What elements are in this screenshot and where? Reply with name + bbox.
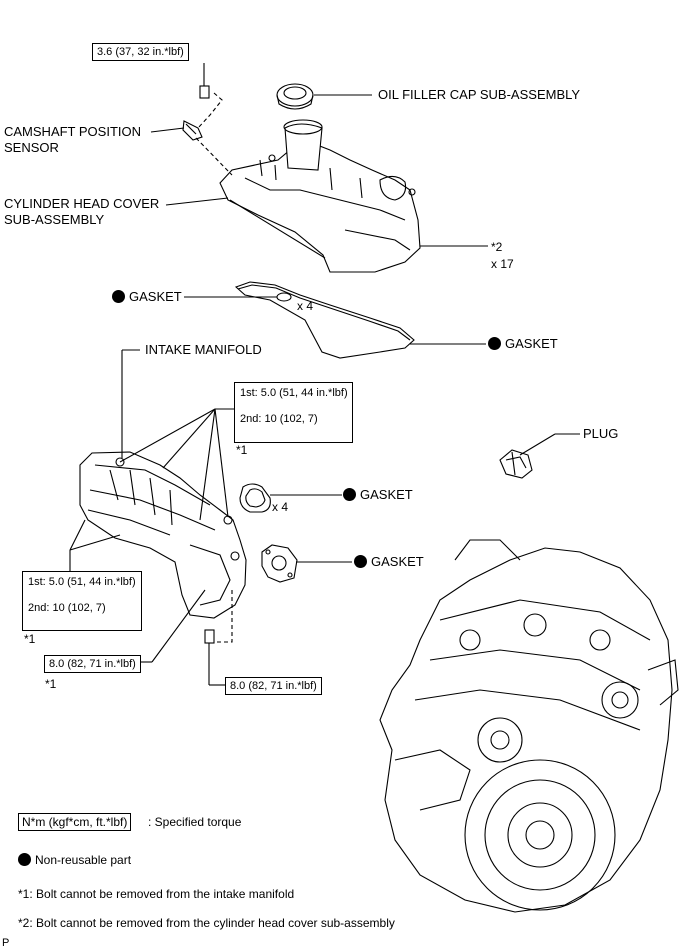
gasket-small-label: GASKET (112, 289, 182, 305)
gasket-cover-label: GASKET (488, 336, 558, 352)
torque-box-camshaft-bolt: 3.6 (37, 32 in.*lbf) (92, 43, 189, 61)
x4-port-label: x 4 (272, 500, 289, 514)
non-reusable-dot-icon (354, 555, 367, 568)
intake-manifold-drawing (79, 451, 247, 619)
gasket-flange-text: GASKET (371, 554, 424, 569)
cylinder-head-cover-label-line2: SUB-ASSEMBLY (4, 212, 105, 227)
oil-filler-cap-drawing (276, 83, 314, 110)
cylinder-head-cover-gasket-drawing (234, 281, 415, 359)
star1-upper-label: *1 (236, 443, 248, 457)
cylinder-head-cover-drawing (219, 119, 421, 273)
star2-label: *2 (491, 240, 503, 254)
legend-non-reusable-text: Non-reusable part (35, 853, 132, 867)
camshaft-sensor-drawing (182, 82, 210, 141)
torque-box-right-bolt: 8.0 (82, 71 in.*lbf) (225, 677, 322, 695)
gasket-port-text: GASKET (360, 487, 413, 502)
gasket-flange-label: GASKET (354, 554, 424, 570)
torque-box-left-bolt: 8.0 (82, 71 in.*lbf) (44, 655, 141, 673)
manifold-bolt-drawing (204, 629, 215, 650)
plug-label: PLUG (583, 426, 619, 441)
torque-lower-2nd: 2nd: 10 (102, 7) (28, 602, 106, 614)
cylinder-head-cover-label: CYLINDER HEAD COVER SUB-ASSEMBLY (4, 196, 159, 228)
plug-drawing (499, 449, 533, 479)
intake-manifold-label: INTAKE MANIFOLD (145, 342, 262, 357)
leader-lines (69, 63, 580, 686)
gasket-cover-text: GASKET (505, 336, 558, 351)
x17-label: x 17 (491, 257, 514, 271)
legend-note-1: *1: Bolt cannot be removed from the inta… (18, 887, 295, 901)
cylinder-head-cover-label-line1: CYLINDER HEAD COVER (4, 196, 160, 211)
camshaft-sensor-label-line2: SENSOR (4, 140, 59, 155)
torque-box-lower-sequence: 1st: 5.0 (51, 44 in.*lbf) 2nd: 10 (102, … (22, 571, 142, 631)
legend-non-reusable: Non-reusable part (18, 852, 131, 868)
legend-note-2: *2: Bolt cannot be removed from the cyli… (18, 916, 395, 930)
camshaft-sensor-label: CAMSHAFT POSITION SENSOR (4, 124, 141, 156)
oil-filler-cap-label: OIL FILLER CAP SUB-ASSEMBLY (378, 87, 581, 102)
non-reusable-dot-icon (112, 290, 125, 303)
camshaft-sensor-label-line1: CAMSHAFT POSITION (4, 124, 141, 139)
star1-left-label: *1 (45, 677, 57, 691)
torque-upper-1st: 1st: 5.0 (51, 44 in.*lbf) (240, 387, 348, 399)
torque-box-upper-sequence: 1st: 5.0 (51, 44 in.*lbf) 2nd: 10 (102, … (234, 382, 353, 443)
star1-lower-label: *1 (24, 632, 36, 646)
x4-top-label: x 4 (297, 299, 314, 313)
gasket-port-label: GASKET (343, 487, 413, 503)
gasket-small-text: GASKET (129, 289, 182, 304)
torque-lower-1st: 1st: 5.0 (51, 44 in.*lbf) (28, 576, 136, 588)
non-reusable-dot-icon (343, 488, 356, 501)
legend-torque-unit-box: N*m (kgf*cm, ft.*lbf) (18, 813, 132, 831)
engine-block-drawing (379, 539, 679, 913)
legend-torque-desc: : Specified torque (148, 815, 242, 829)
dashed-guides (195, 92, 233, 643)
non-reusable-dot-icon (488, 337, 501, 350)
corner-mark: P (2, 937, 10, 949)
non-reusable-dot-icon (18, 853, 31, 866)
port-gasket-drawing (239, 483, 271, 513)
flange-gasket-drawing (261, 544, 298, 583)
torque-upper-2nd: 2nd: 10 (102, 7) (240, 413, 318, 425)
